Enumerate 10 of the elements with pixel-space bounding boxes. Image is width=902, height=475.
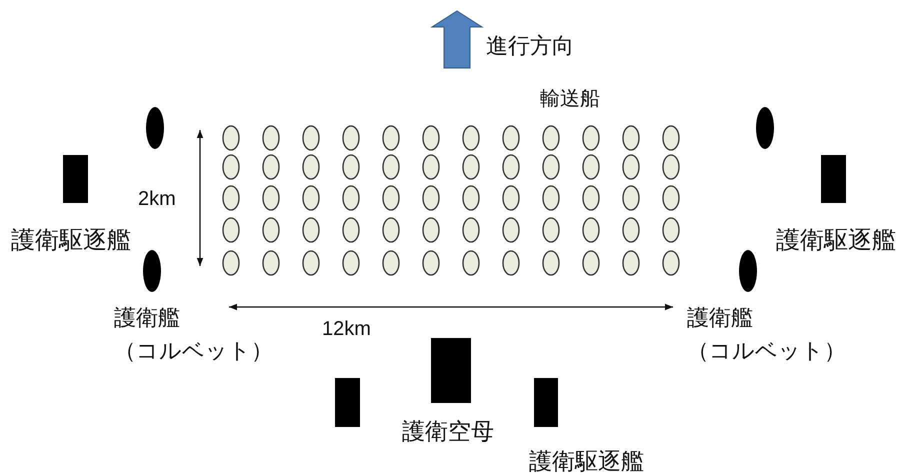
distance-label: 12km xyxy=(322,317,371,341)
ship-label: 護衛空母 xyxy=(402,419,494,447)
ship-label: 護衛艦（コルベット） xyxy=(114,305,273,366)
distance-label: 2km xyxy=(138,187,176,211)
direction-label: 進行方向 xyxy=(486,34,574,60)
ship-label: 護衛駆逐艦 xyxy=(529,449,644,475)
ship-label: 護衛駆逐艦 xyxy=(11,226,131,255)
ship-label: 輸送船 xyxy=(540,86,600,110)
ship-label: 護衛駆逐艦 xyxy=(776,226,896,255)
ship-label: 護衛艦（コルベット） xyxy=(687,305,846,366)
